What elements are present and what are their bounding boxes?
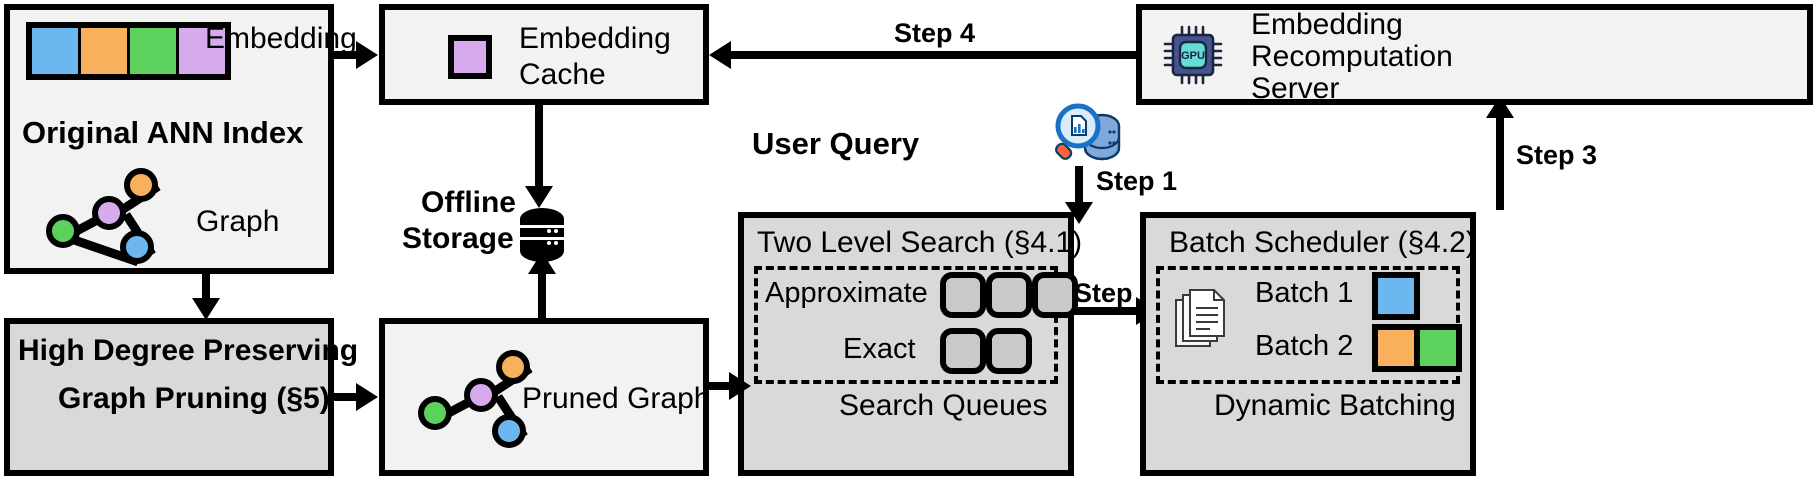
queue-chip[interactable] xyxy=(940,272,986,318)
database-cylinder-icon xyxy=(520,208,564,262)
cylinder-indicator-dot xyxy=(554,229,558,233)
gpu-icon-text: GPU xyxy=(1181,50,1205,62)
arrowhead-right xyxy=(356,383,378,411)
arrowhead-right xyxy=(729,372,751,400)
two-level-search-title: Two Level Search (§4.1) xyxy=(757,226,1083,259)
arrowhead-down xyxy=(525,186,553,208)
embedding-cache-title-line2: Cache xyxy=(519,58,606,91)
queue-chip[interactable] xyxy=(940,328,986,374)
embedding-cache-title-line1: Embedding xyxy=(519,22,671,55)
arrow-pruned-graph-to-search xyxy=(709,382,731,390)
cylinder-separator xyxy=(520,225,564,228)
arrow-cache-to-storage xyxy=(535,105,543,190)
batch2-swatch-green xyxy=(1414,324,1462,372)
arrow-pruning-to-pruned-graph xyxy=(334,393,358,401)
embedding-label: Embedding xyxy=(205,22,357,55)
search-queues-footer: Search Queues xyxy=(839,389,1048,422)
queue-chips-exact xyxy=(940,328,1032,374)
graph-node-green xyxy=(46,214,80,248)
recomputation-server-line1: Embedding xyxy=(1251,8,1403,41)
dynamic-batching-footer: Dynamic Batching xyxy=(1214,389,1456,422)
cylinder-indicator-dot xyxy=(547,241,551,245)
batch-row-label-1: Batch 1 xyxy=(1255,277,1354,309)
step4-label: Step 4 xyxy=(894,18,976,48)
cylinder-top-disc xyxy=(520,208,564,230)
arrow-index-to-cache xyxy=(334,51,358,59)
graph-node-blue xyxy=(120,230,154,264)
queue-chip[interactable] xyxy=(986,328,1032,374)
graph-pruning-title-line1: High Degree Preserving xyxy=(18,334,359,367)
original-ann-index-title: Original ANN Index xyxy=(22,115,304,150)
documents-stack-icon xyxy=(1175,289,1225,347)
embedding-cell-orange xyxy=(81,28,130,74)
arrowhead-left xyxy=(709,41,731,69)
arrow-step2 xyxy=(1074,307,1140,315)
graph-node-orange xyxy=(496,350,530,384)
queue-chips-approximate xyxy=(940,272,1078,318)
cylinder-indicator-dot xyxy=(554,241,558,245)
graph-pruned xyxy=(410,350,550,448)
box-recomputation-server xyxy=(1136,4,1813,105)
batch-scheduler-title: Batch Scheduler (§4.2) xyxy=(1169,226,1476,259)
graph-label: Graph xyxy=(196,205,280,238)
box-embedding-cache xyxy=(379,4,709,105)
queue-row-label-approximate: Approximate xyxy=(765,277,928,309)
queue-chip[interactable] xyxy=(986,272,1032,318)
graph-node-purple xyxy=(464,378,498,412)
graph-node-purple xyxy=(92,196,126,230)
step3-label: Step 3 xyxy=(1516,140,1598,170)
step1-label: Step 1 xyxy=(1096,166,1178,196)
graph-node-green xyxy=(418,396,452,430)
recomputation-server-line3: Server xyxy=(1251,72,1340,105)
cylinder-separator xyxy=(520,237,564,240)
pruned-graph-label: Pruned Graph xyxy=(522,382,711,415)
queue-row-label-exact: Exact xyxy=(843,333,916,365)
graph-node-orange xyxy=(124,168,158,202)
queue-chip[interactable] xyxy=(1032,272,1078,318)
graph-pruning-title-line2: Graph Pruning (§5) xyxy=(58,382,330,415)
arrow-index-to-pruning xyxy=(202,274,210,302)
graph-original xyxy=(40,168,180,267)
box-graph-pruning xyxy=(4,318,334,476)
embedding-cell-purple xyxy=(179,28,225,74)
arrowhead-up xyxy=(528,252,556,274)
embedding-vector-strip xyxy=(26,22,231,80)
batch2-swatch-orange xyxy=(1372,324,1420,372)
offline-storage-label-line2: Storage xyxy=(402,222,514,255)
embedding-cell-blue xyxy=(32,28,81,74)
query-search-database-icon xyxy=(1055,103,1121,161)
arrow-step3 xyxy=(1496,112,1504,210)
recomputation-server-line2: Recomputation xyxy=(1251,40,1453,73)
graph-node-blue xyxy=(492,414,526,448)
search-queues-region xyxy=(754,266,1058,384)
arrowhead-right xyxy=(356,41,378,69)
user-query-label: User Query xyxy=(752,126,920,161)
embedding-cell-green xyxy=(130,28,179,74)
arrow-step4 xyxy=(731,51,1136,59)
arrowhead-down xyxy=(192,298,220,320)
batch-row-label-2: Batch 2 xyxy=(1255,330,1354,362)
arrow-step1 xyxy=(1075,166,1083,206)
batch1-swatch-blue xyxy=(1372,272,1420,320)
arrow-pruned-graph-to-storage xyxy=(538,270,546,320)
cylinder-indicator-dot xyxy=(547,229,551,233)
offline-storage-label-line1: Offline xyxy=(421,186,516,219)
embedding-cache-swatch xyxy=(448,35,492,79)
gpu-chip-icon: GPU xyxy=(1163,25,1223,85)
